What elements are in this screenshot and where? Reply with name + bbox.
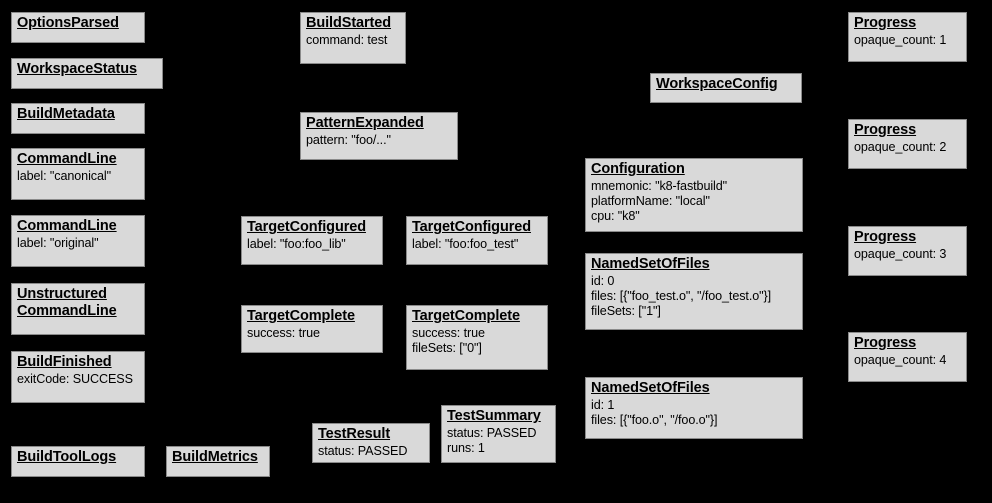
node-body: opaque_count: 3 (854, 247, 961, 262)
node-title: WorkspaceConfig (656, 76, 778, 92)
node-body: mnemonic: "k8-fastbuild"platformName: "l… (591, 179, 797, 224)
node-title: NamedSetOfFiles (591, 380, 710, 396)
node-title: Progress (854, 15, 917, 31)
node-body: success: true (247, 326, 377, 341)
node-body: exitCode: SUCCESS (17, 372, 139, 387)
node-build-metadata[interactable]: BuildMetadata (11, 103, 145, 134)
node-title: NamedSetOfFiles (591, 256, 710, 272)
node-progress-3[interactable]: Progress opaque_count: 3 (848, 226, 967, 276)
node-command-line-original[interactable]: CommandLine label: "original" (11, 215, 145, 267)
node-field: files: [{"foo_test.o", "/foo_test.o"}] (591, 288, 772, 303)
node-field: runs: 1 (447, 440, 485, 455)
node-field: label: "foo:foo_test" (412, 237, 519, 252)
node-field: label: "original" (17, 236, 99, 251)
node-field: platformName: "local" (591, 193, 710, 208)
node-field: fileSets: ["0"] (412, 340, 482, 355)
node-target-complete-lib[interactable]: TargetComplete success: true (241, 305, 383, 353)
node-title: TargetConfigured (412, 219, 531, 235)
node-field: status: PASSED (447, 426, 537, 441)
node-body: label: "foo:foo_lib" (247, 237, 377, 252)
node-field: command: test (306, 33, 388, 48)
node-field: pattern: "foo/..." (306, 133, 391, 148)
node-title: BuildMetrics (172, 449, 258, 465)
node-title: BuildFinished (17, 354, 112, 370)
node-title: WorkspaceStatus (17, 61, 137, 77)
node-title: Progress (854, 335, 917, 351)
node-field: files: [{"foo.o", "/foo.o"}] (591, 412, 718, 427)
node-field: opaque_count: 3 (854, 247, 947, 262)
node-field: fileSets: ["1"] (591, 303, 661, 318)
node-title: TargetConfigured (247, 219, 366, 235)
node-title: PatternExpanded (306, 115, 424, 131)
node-field: opaque_count: 2 (854, 140, 947, 155)
node-title: Progress (854, 229, 917, 245)
node-unstructured-command-line[interactable]: Unstructured CommandLine (11, 283, 145, 335)
node-body: opaque_count: 4 (854, 353, 961, 368)
node-body: pattern: "foo/..." (306, 133, 452, 148)
node-progress-1[interactable]: Progress opaque_count: 1 (848, 12, 967, 62)
node-field: opaque_count: 1 (854, 33, 947, 48)
node-command-line-canonical[interactable]: CommandLine label: "canonical" (11, 148, 145, 200)
node-target-configured-foo-test[interactable]: TargetConfigured label: "foo:foo_test" (406, 216, 548, 265)
node-field: opaque_count: 4 (854, 353, 947, 368)
node-build-finished[interactable]: BuildFinished exitCode: SUCCESS (11, 351, 145, 403)
node-body: opaque_count: 1 (854, 33, 961, 48)
node-build-started[interactable]: BuildStarted command: test (300, 12, 406, 64)
node-build-tool-logs[interactable]: BuildToolLogs (11, 446, 145, 477)
node-title: Configuration (591, 161, 685, 177)
node-configuration[interactable]: Configuration mnemonic: "k8-fastbuild"pla… (585, 158, 803, 232)
node-field: id: 0 (591, 274, 615, 289)
node-title: TargetComplete (412, 308, 520, 324)
node-body: label: "original" (17, 236, 139, 251)
node-body: label: "canonical" (17, 169, 139, 184)
node-build-metrics[interactable]: BuildMetrics (166, 446, 270, 477)
node-body: command: test (306, 33, 400, 48)
node-title: CommandLine (17, 218, 117, 234)
node-field: mnemonic: "k8-fastbuild" (591, 179, 728, 194)
node-progress-2[interactable]: Progress opaque_count: 2 (848, 119, 967, 169)
node-title: OptionsParsed (17, 15, 119, 31)
node-title: BuildMetadata (17, 106, 115, 122)
node-options-parsed[interactable]: OptionsParsed (11, 12, 145, 43)
node-field: cpu: "k8" (591, 208, 640, 223)
node-title: Progress (854, 122, 917, 138)
node-body: opaque_count: 2 (854, 140, 961, 155)
node-field: status: PASSED (318, 444, 408, 459)
node-field: exitCode: SUCCESS (17, 372, 133, 387)
node-field: label: "foo:foo_lib" (247, 237, 346, 252)
node-field: label: "canonical" (17, 169, 111, 184)
node-workspace-config[interactable]: WorkspaceConfig (650, 73, 802, 103)
node-progress-4[interactable]: Progress opaque_count: 4 (848, 332, 967, 382)
node-field: success: true (412, 326, 485, 341)
node-title: TargetComplete (247, 308, 355, 324)
node-body: status: PASSED (318, 444, 424, 459)
node-title: TestSummary (447, 408, 541, 424)
node-body: label: "foo:foo_test" (412, 237, 542, 252)
node-field: id: 1 (591, 398, 615, 413)
node-title: BuildToolLogs (17, 449, 117, 465)
node-field: success: true (247, 326, 320, 341)
node-test-result[interactable]: TestResult status: PASSED (312, 423, 430, 463)
node-title: BuildStarted (306, 15, 392, 31)
node-workspace-status[interactable]: WorkspaceStatus (11, 58, 163, 89)
node-title: CommandLine (17, 151, 117, 167)
node-title: Unstructured CommandLine (17, 286, 117, 320)
node-target-configured-foo-lib[interactable]: TargetConfigured label: "foo:foo_lib" (241, 216, 383, 265)
node-title: TestResult (318, 426, 391, 442)
node-pattern-expanded[interactable]: PatternExpanded pattern: "foo/..." (300, 112, 458, 160)
